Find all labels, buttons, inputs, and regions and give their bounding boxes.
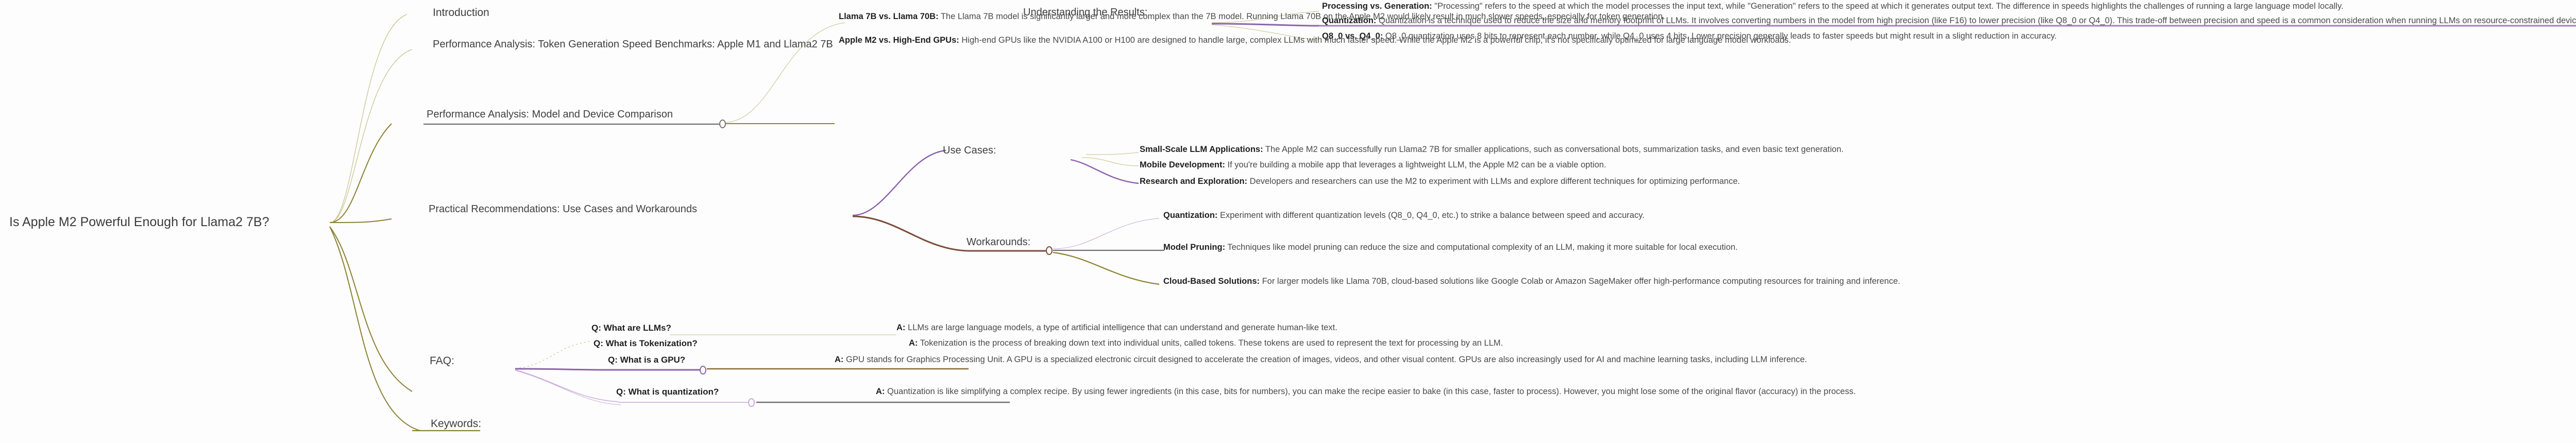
leaf-quantization-workaround-lead: Quantization: (1163, 211, 1218, 220)
faq-question-gpu-label: Q: What is a GPU? (608, 355, 686, 365)
link-faq-q2 (515, 368, 608, 371)
root-label: Is Apple M2 Powerful Enough for Llama2 7… (9, 215, 269, 229)
faq-answer-gpu-lead: A: (835, 355, 844, 364)
section-keywords-label: Keywords: (431, 418, 482, 430)
faq-question-quantization-label: Q: What is quantization? (616, 387, 719, 397)
link-usecases-leaf1 (1086, 152, 1139, 155)
leaf-research-exploration-lead: Research and Exploration: (1140, 177, 1248, 186)
link-faq-q3 (515, 369, 619, 402)
link-practical-workarounds (852, 215, 969, 252)
leaf-llama7b-vs-70b-lead: Llama 7B vs. Llama 70B: (839, 12, 939, 21)
faq-answer-llms[interactable]: A: LLMs are large language models, a typ… (896, 323, 1337, 332)
link-root-faq (329, 226, 413, 392)
leaf-research-exploration-body: Developers and researchers can use the M… (1249, 177, 1740, 186)
section-performance-device-label: Performance Analysis: Model and Device C… (427, 109, 673, 120)
leaf-mobile-development[interactable]: Mobile Development: If you're building a… (1140, 160, 1606, 169)
node-workarounds[interactable]: Workarounds: (967, 237, 1030, 248)
leaf-small-scale-llm[interactable]: Small-Scale LLM Applications: The Apple … (1140, 145, 1843, 154)
faq-answer-quantization-body: Quantization is like simplifying a compl… (887, 387, 1856, 396)
faq-answer-tokenization-body: Tokenization is the process of breaking … (920, 338, 1503, 348)
faq-question-llms-label: Q: What are LLMs? (591, 323, 671, 333)
leaf-mobile-development-lead: Mobile Development: (1140, 160, 1225, 169)
faq-answer-quantization[interactable]: A: Quantization is like simplifying a co… (876, 387, 1856, 396)
collapse-handle-faq-gpu[interactable] (700, 366, 706, 374)
node-understanding-results[interactable]: Understanding the Results: (1023, 7, 1147, 18)
link-perfdevice-child1 (723, 22, 845, 123)
section-introduction[interactable]: Introduction (433, 7, 489, 19)
link-faq-q1 (515, 340, 593, 369)
leaf-research-exploration[interactable]: Research and Exploration: Developers and… (1140, 177, 1740, 186)
faq-answer-quantization-lead: A: (876, 387, 885, 396)
link-practical-usecases (852, 149, 946, 216)
link-usecases-leaf2 (1081, 157, 1139, 166)
leaf-q8-vs-q4[interactable]: Q8_0 vs. Q4_0: Q8_0 quantization uses 8 … (1322, 31, 2057, 41)
link-root-perfdevice (329, 123, 392, 223)
section-introduction-label: Introduction (433, 7, 489, 19)
section-practical[interactable]: Practical Recommendations: Use Cases and… (429, 204, 697, 215)
collapse-handle-faq-quantization[interactable] (748, 398, 755, 407)
leaf-quantization-workaround-body: Experiment with different quantization l… (1220, 211, 1645, 220)
faq-question-tokenization-label: Q: What is Tokenization? (594, 338, 698, 348)
node-understanding-results-label: Understanding the Results: (1023, 7, 1148, 18)
leaf-q8-vs-q4-body: Q8_0 quantization uses 8 bits to represe… (1385, 31, 2057, 41)
collapse-handle-workarounds[interactable] (1046, 246, 1053, 255)
leaf-model-pruning-body: Techniques like model pruning can reduce… (1227, 243, 1738, 252)
leaf-processing-vs-generation-lead: Processing vs. Generation: (1322, 2, 1432, 11)
collapse-handle-performance-device[interactable] (719, 120, 726, 128)
link-workarounds-leaf3 (1053, 251, 1160, 285)
node-use-cases[interactable]: Use Cases: (943, 145, 996, 156)
section-practical-label: Practical Recommendations: Use Cases and… (429, 203, 697, 215)
leaf-m2-vs-gpus[interactable]: Apple M2 vs. High-End GPUs: High-end GPU… (839, 36, 1791, 45)
section-performance-device[interactable]: Performance Analysis: Model and Device C… (427, 109, 673, 120)
leaf-quantization-workaround[interactable]: Quantization: Experiment with different … (1163, 211, 1645, 220)
link-root-perftokens (329, 49, 413, 223)
leaf-m2-vs-gpus-body: High-end GPUs like the NVIDIA A100 or H1… (961, 36, 1791, 45)
leaf-mobile-development-body: If you're building a mobile app that lev… (1227, 160, 1606, 169)
leaf-quantization[interactable]: Quantization: Quantization is a techniqu… (1322, 16, 2576, 25)
link-workarounds-leaf1 (1053, 218, 1160, 249)
faq-question-quantization[interactable]: Q: What is quantization? (616, 387, 719, 397)
leaf-llama7b-vs-70b[interactable]: Llama 7B vs. Llama 70B: The Llama 7B mod… (839, 12, 1665, 21)
leaf-llama7b-vs-70b-body: The Llama 7B model is significantly larg… (940, 12, 1665, 21)
faq-answer-tokenization[interactable]: A: Tokenization is the process of breaki… (909, 338, 1503, 348)
faq-question-llms[interactable]: Q: What are LLMs? (591, 323, 671, 333)
node-use-cases-label: Use Cases: (943, 145, 996, 156)
leaf-cloud-based-solutions-lead: Cloud-Based Solutions: (1163, 277, 1260, 286)
faq-answer-tokenization-lead: A: (909, 338, 918, 348)
faq-answer-gpu[interactable]: A: GPU stands for Graphics Processing Un… (835, 355, 1807, 364)
faq-answer-llms-body: LLMs are large language models, a type o… (908, 323, 1337, 332)
faq-question-gpu[interactable]: Q: What is a GPU? (608, 355, 685, 365)
faq-answer-llms-lead: A: (896, 323, 906, 332)
leaf-small-scale-llm-body: The Apple M2 can successfully run Llama2… (1265, 145, 1844, 154)
link-root-practical (329, 218, 392, 223)
section-performance-tokens-label: Performance Analysis: Token Generation S… (433, 39, 833, 50)
section-faq-label: FAQ: (430, 355, 454, 367)
leaf-model-pruning[interactable]: Model Pruning: Techniques like model pru… (1163, 243, 1738, 252)
link-faq-q4 (515, 370, 621, 405)
leaf-model-pruning-lead: Model Pruning: (1163, 243, 1226, 252)
link-root-intro (329, 14, 408, 223)
section-performance-tokens[interactable]: Performance Analysis: Token Generation S… (433, 39, 833, 50)
node-workarounds-label: Workarounds: (967, 236, 1031, 248)
leaf-q8-vs-q4-lead: Q8_0 vs. Q4_0: (1322, 31, 1383, 41)
leaf-cloud-based-solutions-body: For larger models like Llama 70B, cloud-… (1262, 277, 1901, 286)
leaf-small-scale-llm-lead: Small-Scale LLM Applications: (1140, 145, 1263, 154)
link-usecases-leaf3 (1070, 159, 1139, 184)
section-faq[interactable]: FAQ: (430, 355, 454, 367)
root-node[interactable]: Is Apple M2 Powerful Enough for Llama2 7… (9, 215, 269, 229)
faq-question-tokenization[interactable]: Q: What is Tokenization? (594, 339, 698, 348)
section-keywords[interactable]: Keywords: (431, 418, 481, 430)
faq-answer-gpu-body: GPU stands for Graphics Processing Unit.… (846, 355, 1807, 364)
link-root-keywords (329, 226, 420, 431)
leaf-m2-vs-gpus-lead: Apple M2 vs. High-End GPUs: (839, 36, 959, 45)
leaf-cloud-based-solutions[interactable]: Cloud-Based Solutions: For larger models… (1163, 277, 1900, 286)
leaf-processing-vs-generation[interactable]: Processing vs. Generation: "Processing" … (1322, 2, 2344, 11)
leaf-processing-vs-generation-body: "Processing" refers to the speed at whic… (1434, 2, 2344, 11)
link-understanding-leaf2 (1211, 23, 1319, 27)
leaf-quantization-body: Quantization is a technique used to redu… (1379, 16, 2576, 25)
leaf-quantization-lead: Quantization: (1322, 16, 1377, 25)
